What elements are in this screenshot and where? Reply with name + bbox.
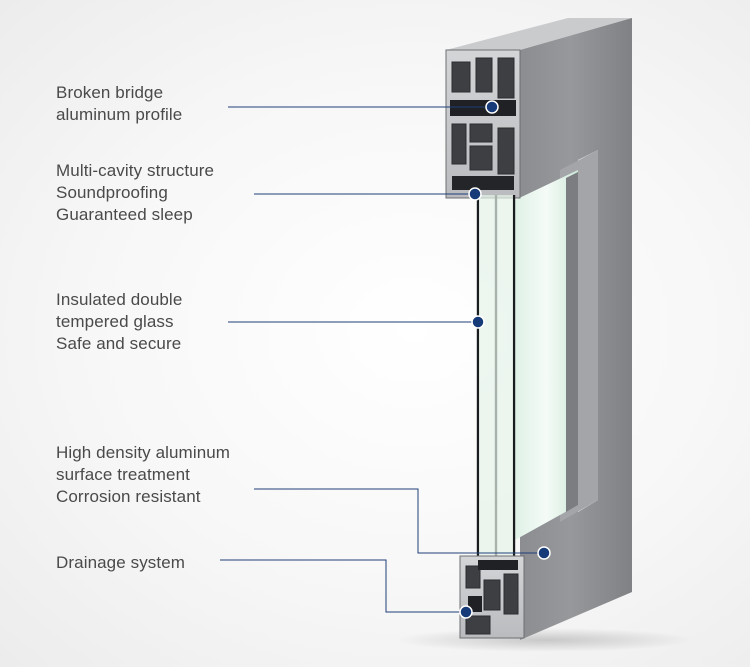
callout-broken-bridge: Broken bridge aluminum profile [56,82,182,126]
callout-drainage: Drainage system [56,552,185,574]
top-section-cavities [451,57,515,175]
leader-lines [220,100,551,619]
callout-line: Drainage system [56,553,186,572]
callout-line: Broken bridge [56,83,164,102]
gasket-strip [452,176,514,190]
leader-multi-cavity-marker [468,187,482,201]
callout-insulated-glass: Insulated double tempered glass Safe and… [56,289,182,355]
glass-bead-left [566,172,578,512]
leader-drainage-marker [459,605,473,619]
callout-line: Safe and secure [56,334,182,353]
floor-shadow [395,628,695,652]
thermal-break-strip [450,100,516,116]
leader-drainage [220,559,466,613]
callout-multi-cavity: Multi-cavity structure Soundproofing Gua… [56,160,214,226]
leader-broken-bridge-marker [485,100,499,114]
callout-line: aluminum profile [56,105,183,124]
glass-pane [515,170,578,540]
bottom-gasket [478,560,518,570]
drain-strip [468,596,482,612]
leader-insulated-glass-marker [471,315,485,329]
callout-line: Insulated double [56,290,183,309]
frame-top-face [446,18,632,50]
bottom-section-cavities [465,565,519,635]
leader-high-density [254,488,544,554]
leader-high-density-marker [537,546,551,560]
callout-line: Guaranteed sleep [56,205,193,224]
callout-line: Soundproofing [56,183,168,202]
callout-line: tempered glass [56,312,174,331]
callout-line: surface treatment [56,465,190,484]
callout-line: Multi-cavity structure [56,161,215,180]
callout-line: High density aluminum [56,443,231,462]
glass-edge-fill [479,195,513,560]
callout-high-density: High density aluminum surface treatment … [56,442,230,508]
callout-line: Corrosion resistant [56,487,201,506]
